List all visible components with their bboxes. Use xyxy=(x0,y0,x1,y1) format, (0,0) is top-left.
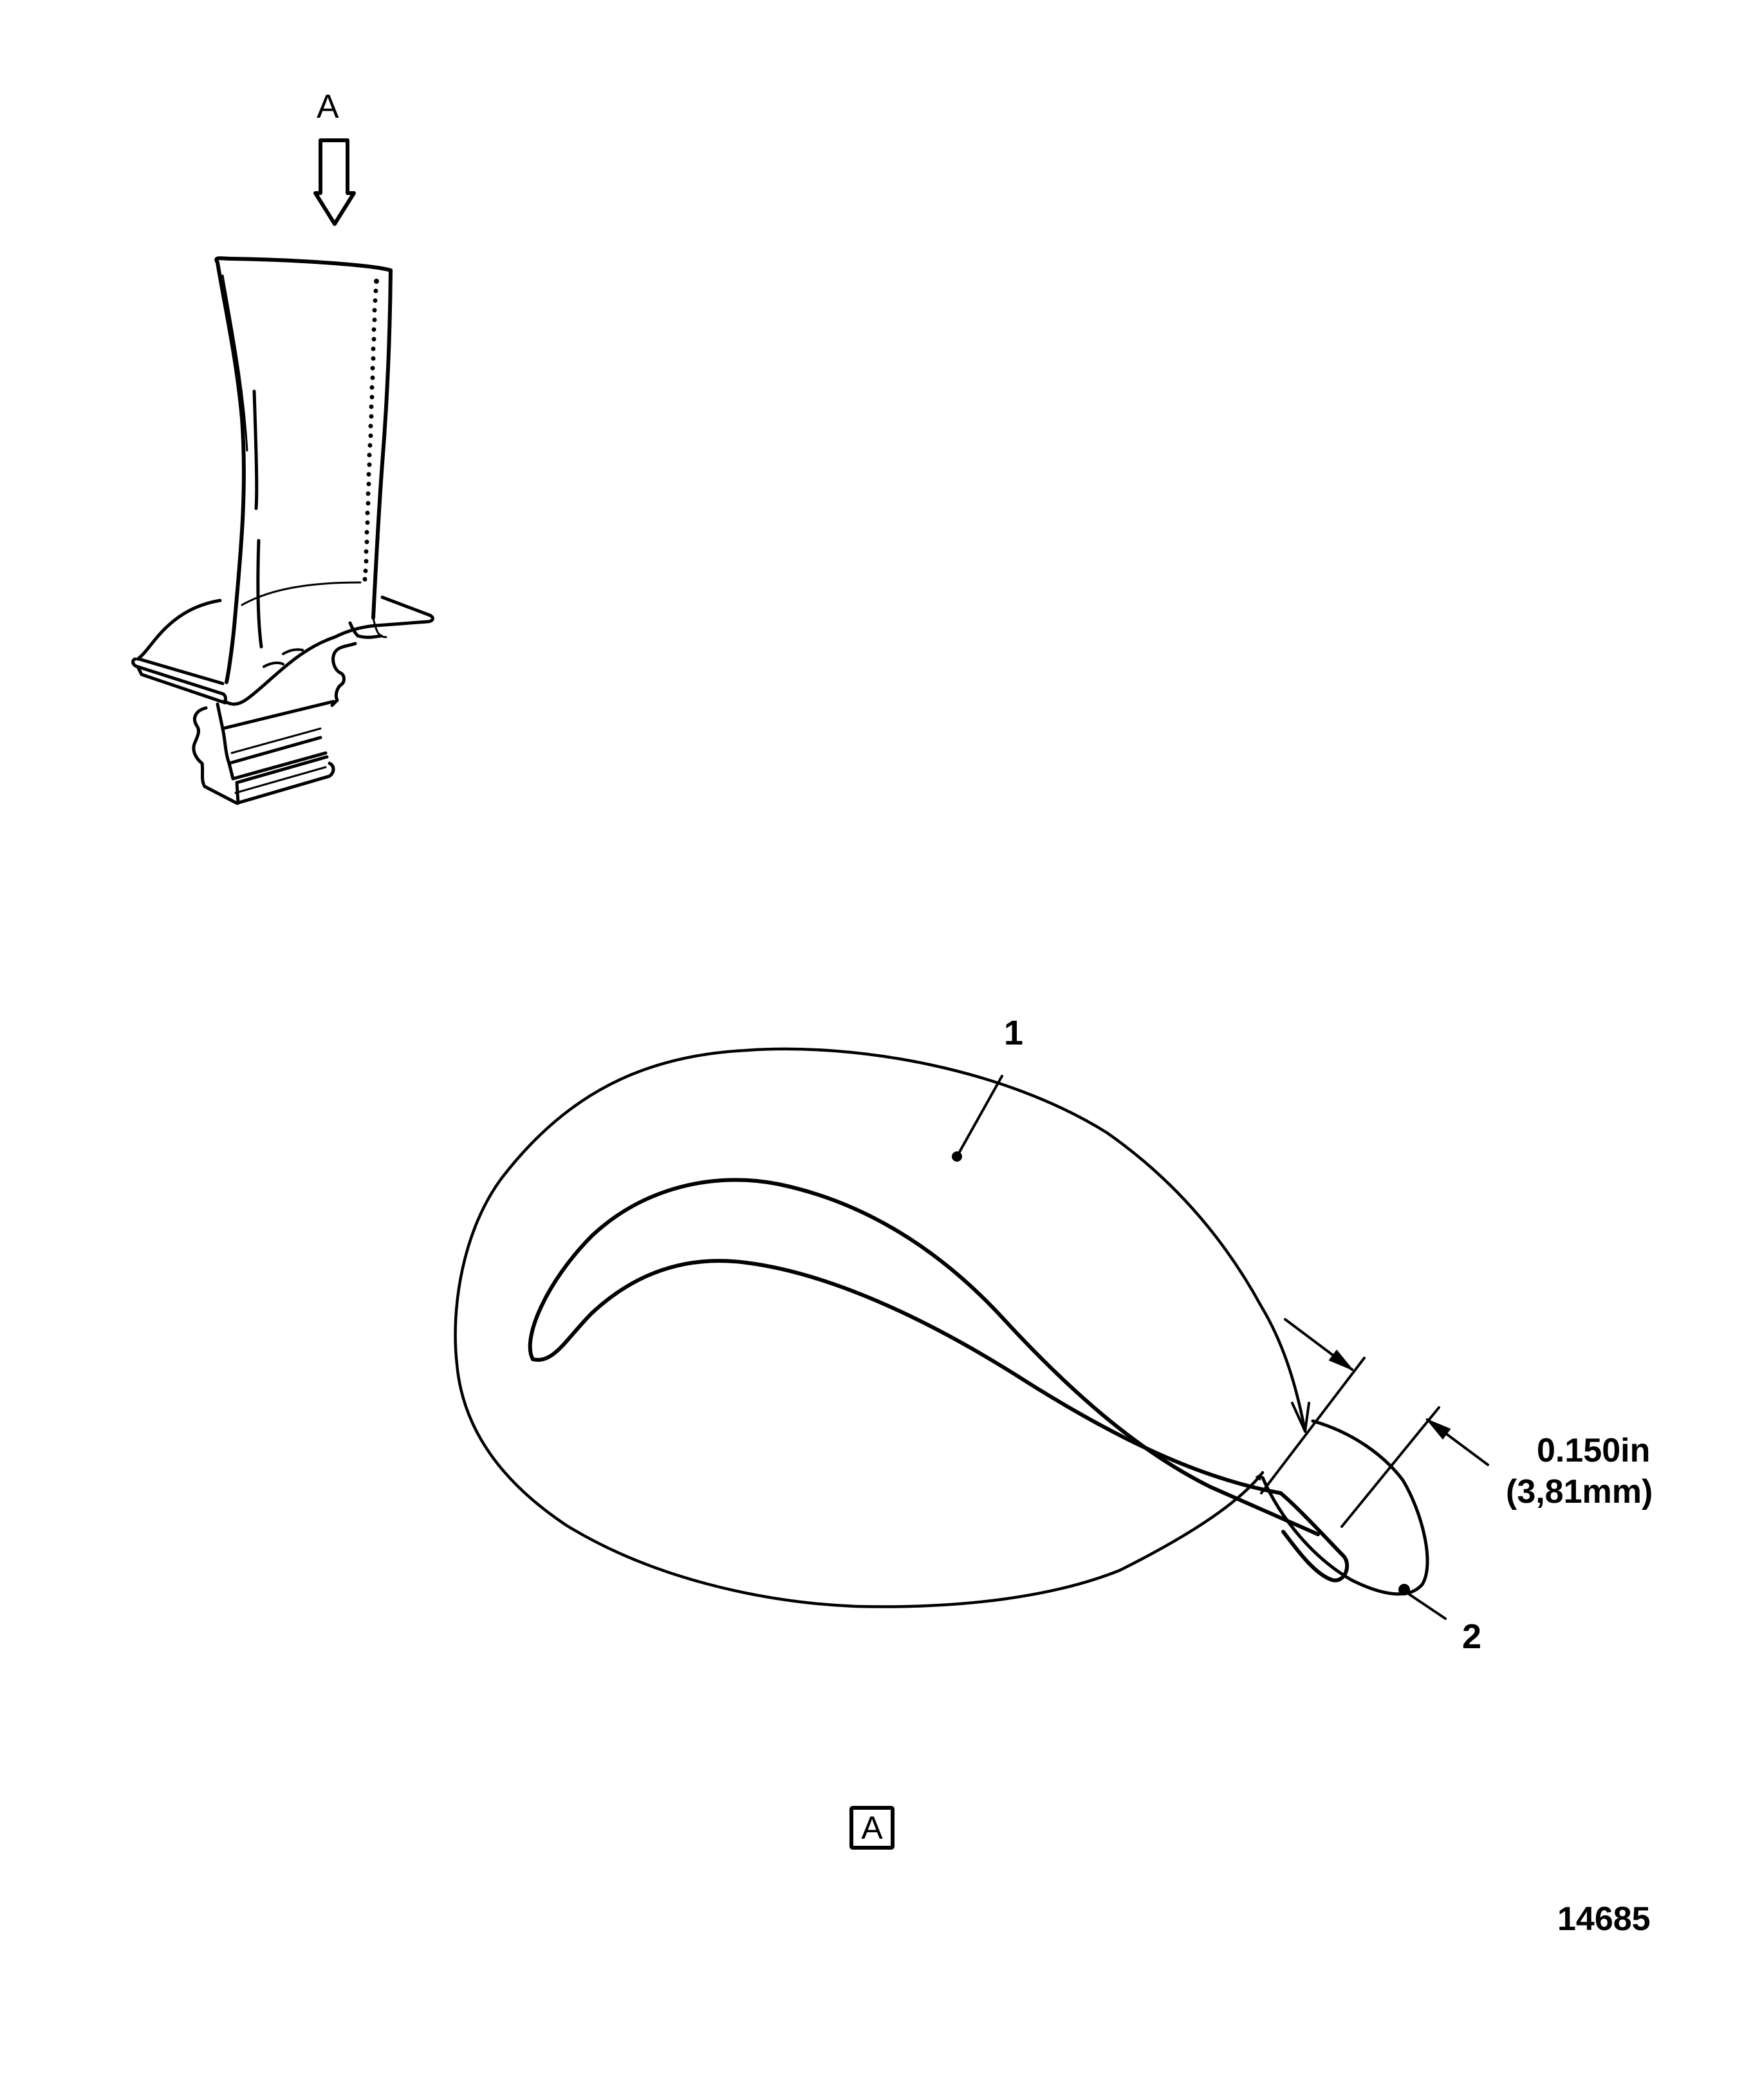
turbine-blade-illustration xyxy=(131,256,434,805)
callout-1-dot xyxy=(952,1151,962,1162)
inspection-envelope-te xyxy=(1261,1419,1429,1596)
dim-arrow-2 xyxy=(1425,1418,1489,1466)
airfoil-pressure-side xyxy=(531,1259,1283,1495)
figure-number: 14685 xyxy=(1557,1900,1651,1938)
airfoil-suction-side xyxy=(528,1178,1320,1536)
section-view-label-box: A xyxy=(849,1806,895,1850)
cooling-holes xyxy=(362,279,379,582)
callout-2-label: 2 xyxy=(1462,1617,1482,1656)
callout-1-leader xyxy=(956,1075,1003,1158)
inspection-envelope-outer xyxy=(454,1047,1307,1608)
callout-2-dot xyxy=(1398,1584,1410,1595)
dim-arrow-1 xyxy=(1284,1318,1355,1371)
callout-2-leader xyxy=(1403,1590,1447,1620)
dimension-value-mm: (3,81mm) xyxy=(1506,1473,1653,1510)
dimension-value-inches: 0.150in xyxy=(1537,1432,1651,1469)
section-view-label: A xyxy=(861,1810,883,1846)
airfoil-section-drawing xyxy=(454,1047,1489,1620)
dim-extension-line-1 xyxy=(1260,1357,1366,1494)
view-direction-label: A xyxy=(317,88,339,125)
view-direction-arrow-icon xyxy=(313,138,356,226)
dim-extension-line-2 xyxy=(1340,1406,1440,1528)
callout-1-label: 1 xyxy=(1004,1014,1024,1052)
